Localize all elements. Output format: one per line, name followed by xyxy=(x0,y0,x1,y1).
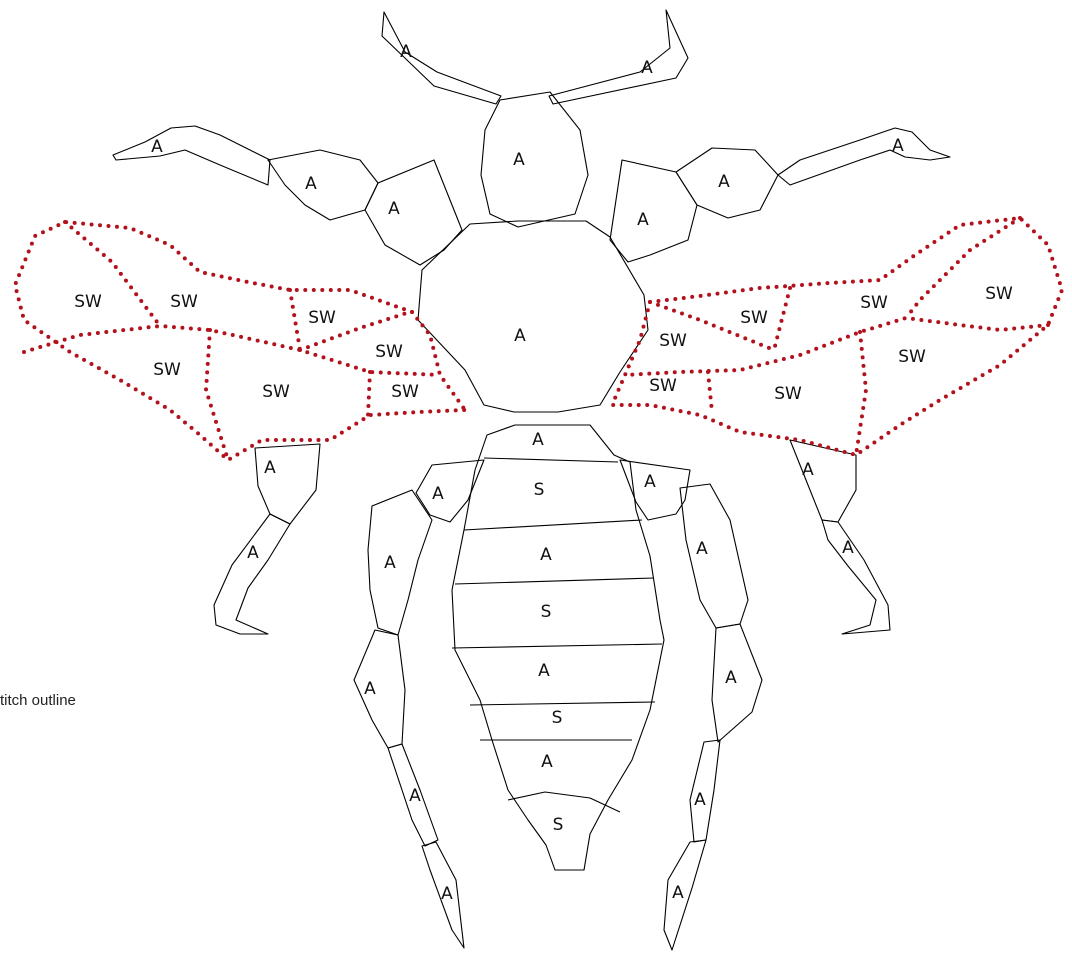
label-left-mid-leg-lower: A xyxy=(247,543,259,563)
left-mid-leg-lower xyxy=(214,514,290,634)
right-upper-leg-base xyxy=(610,160,697,262)
label-abdomen-2: S xyxy=(534,480,545,500)
left-mid-leg-upper xyxy=(255,444,320,524)
label-left-back-leg-femur: A xyxy=(384,553,396,573)
right-wing-vein-3 xyxy=(856,332,866,455)
label-right-wing-2: SW xyxy=(860,293,888,313)
thorax xyxy=(418,221,648,412)
label-right-mid-leg-lower: A xyxy=(842,538,854,558)
left-wing-vein-4 xyxy=(290,290,300,350)
label-abdomen-3: A xyxy=(540,545,552,565)
label-abdomen-8: S xyxy=(553,815,564,835)
left-wing-vein-3 xyxy=(206,330,228,460)
label-right-mid-leg-upper: A xyxy=(802,460,814,480)
label-abdomen-6: S xyxy=(552,708,563,728)
abdomen-band-4 xyxy=(452,644,662,648)
head xyxy=(481,92,588,227)
left-upper-leg-mid xyxy=(268,150,378,220)
label-right-wing-1: SW xyxy=(985,284,1013,304)
label-right-upper-leg-base: A xyxy=(637,210,649,230)
label-left-wing-4: SW xyxy=(375,342,403,362)
label-abdomen-7: A xyxy=(541,752,553,772)
right-mid-leg-lower xyxy=(822,520,890,634)
labels-layer: A A A A A A A A A A SW SW SW SW SW SW SW… xyxy=(74,42,1013,904)
label-left-upper-leg-base: A xyxy=(388,199,400,219)
left-upper-leg-base xyxy=(365,160,462,265)
outline-layer xyxy=(113,10,950,950)
label-left-back-leg-tibia: A xyxy=(364,679,376,699)
label-left-wing-1: SW xyxy=(74,292,102,312)
label-right-wing-7: SW xyxy=(774,384,802,404)
label-right-back-leg-tibia: A xyxy=(725,668,737,688)
label-right-back-leg-coxa: A xyxy=(644,472,656,492)
label-left-upper-leg-tip: A xyxy=(151,137,163,157)
right-wing-vein-4 xyxy=(774,288,790,350)
label-thorax: A xyxy=(514,326,526,346)
left-upper-leg-tip xyxy=(113,126,270,185)
label-left-wing-6: SW xyxy=(262,382,290,402)
label-left-back-leg-tip: A xyxy=(441,884,453,904)
label-abdomen-4: S xyxy=(541,602,552,622)
right-back-leg-femur xyxy=(680,484,748,628)
label-right-upper-leg-mid: A xyxy=(718,172,730,192)
left-back-leg-femur xyxy=(368,490,432,635)
label-right-wing-6: SW xyxy=(649,376,677,396)
right-upper-leg-tip xyxy=(778,128,950,185)
label-left-wing-2: SW xyxy=(170,292,198,312)
label-right-wing-3: SW xyxy=(740,308,768,328)
label-left-wing-7: SW xyxy=(391,382,419,402)
right-back-leg-tibia xyxy=(712,624,762,742)
right-wing-vein-7 xyxy=(708,372,712,412)
label-left-wing-5: SW xyxy=(153,360,181,380)
antenna-right xyxy=(549,10,688,104)
label-antenna-right: A xyxy=(641,58,653,78)
label-right-upper-leg-tip: A xyxy=(892,136,904,156)
label-right-back-leg-tarsus: A xyxy=(694,790,706,810)
label-left-back-leg-coxa: A xyxy=(432,484,444,504)
label-right-wing-5: SW xyxy=(898,347,926,367)
abdomen-band-1 xyxy=(484,458,618,462)
left-wing-outline xyxy=(15,222,465,460)
abdomen-band-5 xyxy=(470,702,655,705)
right-wing-vein-6 xyxy=(612,302,650,405)
label-abdomen-5: A xyxy=(538,661,550,681)
label-left-mid-leg-upper: A xyxy=(264,458,276,478)
label-head: A xyxy=(513,150,525,170)
right-wing-vein-2 xyxy=(625,318,1048,375)
label-right-wing-4: SW xyxy=(659,331,687,351)
right-back-leg-tip xyxy=(664,840,706,950)
label-right-back-leg-femur: A xyxy=(696,539,708,559)
left-back-leg-tibia xyxy=(354,630,405,748)
abdomen-band-2 xyxy=(464,520,642,530)
abdomen-band-3 xyxy=(455,578,654,584)
left-wing-vein-7 xyxy=(368,372,370,415)
label-abdomen-1: A xyxy=(532,430,544,450)
label-left-wing-3: SW xyxy=(308,308,336,328)
label-left-back-leg-tarsus: A xyxy=(409,786,421,806)
label-left-upper-leg-mid: A xyxy=(305,174,317,194)
label-right-back-leg-tip: A xyxy=(672,883,684,903)
wings-dotted-layer xyxy=(15,218,1062,460)
label-antenna-left: A xyxy=(400,42,412,62)
left-back-leg-coxa xyxy=(416,460,484,522)
